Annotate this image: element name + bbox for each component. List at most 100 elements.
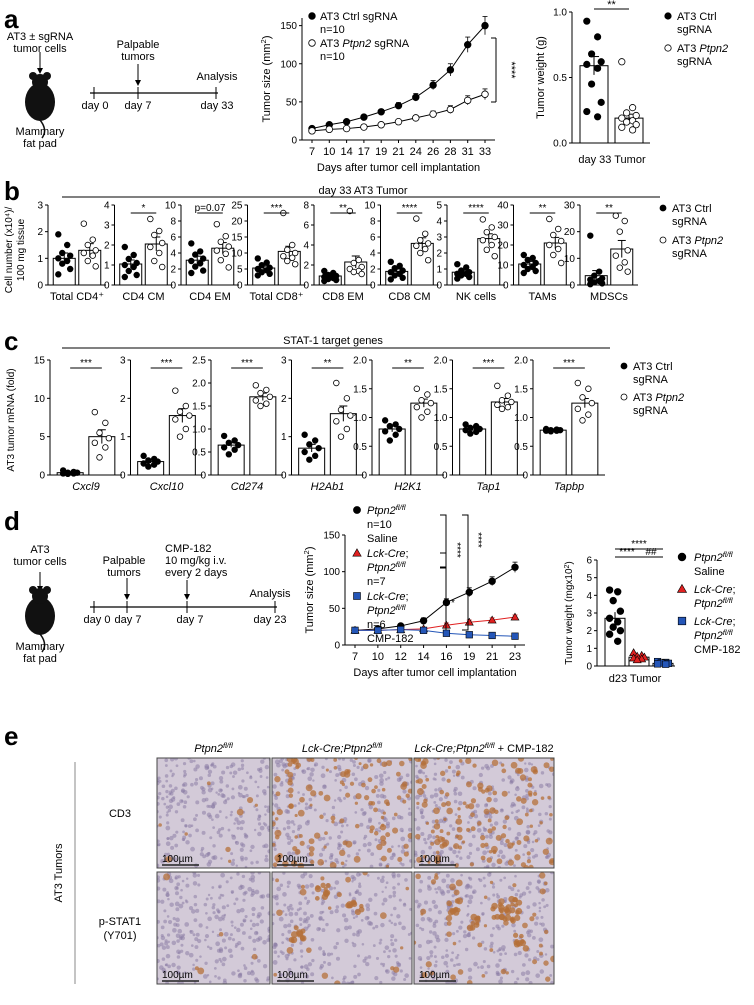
nucleus <box>249 919 253 923</box>
stain-spot <box>488 849 493 854</box>
data-point <box>504 403 512 411</box>
nucleus <box>218 957 222 961</box>
nucleus <box>327 961 332 966</box>
nucleus <box>216 830 221 835</box>
row-group-label: AT3 Tumors <box>53 843 65 903</box>
stain-spot <box>445 800 451 807</box>
data-point <box>188 257 195 265</box>
nucleus <box>217 916 223 922</box>
nucleus <box>545 888 550 893</box>
nucleus <box>300 873 306 879</box>
nucleus <box>237 940 242 946</box>
frame <box>413 757 555 869</box>
nucleus <box>433 792 439 798</box>
data-point <box>311 452 319 460</box>
y-tick-label: 25 <box>231 201 243 212</box>
stain-spot <box>433 823 441 830</box>
stain-spot <box>429 971 435 976</box>
data-point <box>263 259 270 266</box>
stain-spot <box>470 812 475 818</box>
legend-text: Lck-Cre; <box>367 548 409 560</box>
nucleus <box>473 961 478 967</box>
nucleus <box>380 962 383 966</box>
nucleus <box>287 909 291 912</box>
y-tick-label: 2 <box>104 241 110 252</box>
sig-text: *** <box>271 203 283 214</box>
nucleus <box>176 882 181 887</box>
nucleus <box>190 944 194 947</box>
nucleus <box>480 766 485 770</box>
stain-spot <box>363 795 370 801</box>
nucleus <box>175 830 179 834</box>
legend-marker <box>659 204 667 212</box>
stain-spot <box>362 763 369 770</box>
nucleus <box>364 785 370 791</box>
mouse-tail <box>39 119 46 139</box>
nucleus <box>322 836 326 841</box>
stain-spot <box>386 760 393 767</box>
data-point <box>422 245 429 253</box>
nucleus <box>507 775 512 780</box>
data-point <box>130 263 137 271</box>
nucleus <box>202 974 208 979</box>
nucleus <box>429 950 434 955</box>
data-point <box>467 430 474 437</box>
stain-spot <box>505 971 509 975</box>
timeline-day: day 0 <box>82 100 109 112</box>
nucleus <box>310 767 315 773</box>
nucleus <box>453 799 458 804</box>
nucleus <box>272 790 275 795</box>
nucleus <box>165 813 169 817</box>
legend-text: AT3 Ctrl <box>672 203 712 215</box>
nucleus <box>160 858 166 864</box>
stain-spot <box>457 969 464 975</box>
nucleus <box>391 853 396 858</box>
stain-spot <box>456 770 461 775</box>
y-tick-label: 2 <box>370 265 376 276</box>
schema-d-analysis: Analysis <box>250 588 291 600</box>
stain-spot <box>393 812 398 817</box>
nucleus <box>368 897 373 903</box>
data-point <box>358 270 365 278</box>
label-part: 2 <box>564 564 571 568</box>
data-point <box>140 460 147 467</box>
nucleus <box>201 790 206 795</box>
nucleus <box>507 791 511 794</box>
nucleus <box>429 939 433 944</box>
nucleus <box>169 902 174 907</box>
data-point <box>151 257 158 265</box>
nucleus <box>209 896 213 900</box>
nucleus <box>217 976 221 980</box>
stain-spot <box>342 840 348 846</box>
y-tick-label: 0 <box>120 471 126 482</box>
nucleus <box>241 874 246 879</box>
data-point <box>464 40 472 49</box>
nucleus <box>266 825 270 831</box>
data-point <box>413 242 420 249</box>
stain-cluster <box>469 925 476 931</box>
nucleus <box>164 963 168 967</box>
panel-label-c: c <box>4 326 18 356</box>
nucleus <box>381 890 384 893</box>
panel-b-title: day 33 AT3 Tumor <box>318 185 407 197</box>
data-point <box>585 411 592 418</box>
stain-spot <box>468 803 475 810</box>
nucleus <box>396 873 401 878</box>
nucleus <box>396 962 402 968</box>
stain-spot <box>440 770 446 777</box>
x-axis-label: Tapbp <box>554 481 584 493</box>
nucleus <box>308 797 313 802</box>
frame <box>271 871 413 985</box>
nucleus <box>419 926 422 930</box>
nucleus <box>457 791 463 797</box>
stain-spot <box>300 884 306 889</box>
nucleus <box>452 774 456 777</box>
nucleus <box>198 923 203 928</box>
data-point <box>397 625 405 634</box>
stain-spot <box>421 784 427 790</box>
nucleus <box>464 947 469 952</box>
nucleus <box>488 872 492 875</box>
nucleus <box>523 767 529 773</box>
x-axis-label: Days after tumor cell implantation <box>317 162 480 174</box>
